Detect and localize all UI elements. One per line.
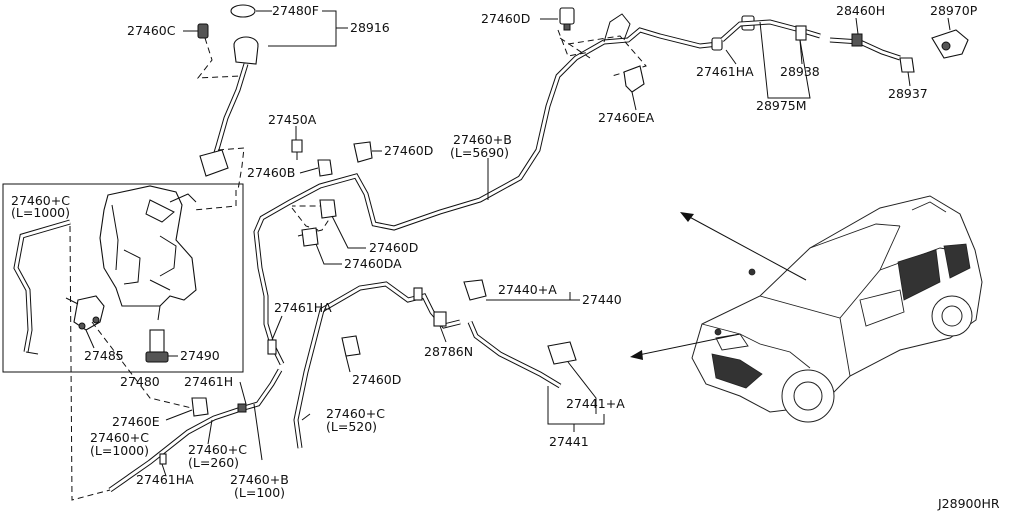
label-27460C-520: 27460+C [326,406,385,421]
label-27460D-bottom: 27460D [352,372,401,387]
label-28970P: 28970P [930,3,978,18]
label-28786N: 28786N [424,344,473,359]
label-27461HA-mid: 27461HA [274,300,332,315]
label-27485: 27485 [84,348,124,363]
label-27440A: 27440+A [498,282,557,297]
label-27460C-1000b: 27460+C [90,430,149,445]
label-27460B-hose-length: (L=5690) [450,145,509,160]
label-27460D-lower: 27460D [369,240,418,255]
reservoir-tank-icon [99,185,197,321]
diagram-code: J28900HR [937,496,1000,511]
label-28938: 28938 [780,64,820,79]
label-27480: 27480 [120,374,160,389]
label-27460C-260-length: (L=260) [188,455,239,470]
vehicle-icon [691,195,983,423]
bracket-27485-icon [65,295,105,349]
label-27460DA: 27460DA [344,256,402,271]
part-labels: 27460C 27480F 28916 27460D 27461HA 28938… [11,3,1000,511]
label-27460B-100-length: (L=100) [234,485,285,500]
label-27480F: 27480F [272,3,319,18]
leader-lines [161,10,951,477]
label-27440: 27440 [582,292,622,307]
label-27460C-260: 27460+C [188,442,247,457]
label-27460C-top: 27460C [127,23,176,38]
label-27460B: 27460B [247,165,295,180]
label-27460C-left-length: (L=1000) [11,205,70,220]
label-27460B-hose: 27460+B [453,132,512,147]
label-27460EA: 27460EA [598,110,655,125]
label-27460C-left: 27460+C [11,193,70,208]
main-hose-27460B [253,13,719,366]
label-27460E: 27460E [112,414,160,429]
reservoir-box [2,183,244,373]
label-28916: 28916 [350,20,390,35]
label-27450A: 27450A [268,112,317,127]
label-28460H: 28460H [836,3,885,18]
bottom-hoses [108,368,283,493]
label-27461H: 27461H [184,374,233,389]
label-27461HA-top: 27461HA [696,64,754,79]
label-27460C-520-length: (L=520) [326,419,377,434]
label-27460B-100: 27460+B [230,472,289,487]
label-27441A: 27441+A [566,396,625,411]
label-27490: 27490 [180,348,220,363]
clip-icon [191,7,645,417]
filler-neck-icon [197,4,259,177]
nozzle-icon [463,29,969,365]
label-27460D-mid: 27460D [384,143,433,158]
label-27461HA-bottom: 27461HA [136,472,194,487]
pump-icon [145,329,176,363]
label-28937: 28937 [888,86,928,101]
hose-27441 [467,321,562,389]
label-28975M: 28975M [756,98,807,113]
label-27441: 27441 [549,434,589,449]
label-27460C-1000b-length: (L=1000) [90,443,149,458]
label-27460D-top: 27460D [481,11,530,26]
pointer-arrow-icon [630,212,807,360]
